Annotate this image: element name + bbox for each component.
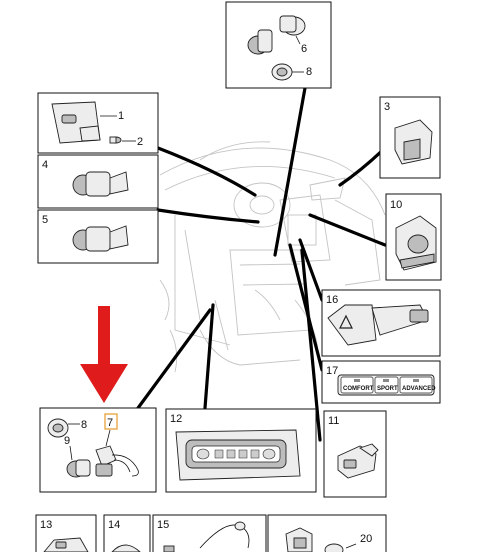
- red-arrow-indicator: [80, 306, 128, 403]
- advanced-button-label: ADVANCED: [402, 386, 436, 392]
- part-9-plug: [66, 459, 91, 478]
- part-7-socket: [95, 445, 139, 477]
- callout-15: 15: [157, 519, 169, 531]
- callout-12: 12: [170, 413, 182, 425]
- callout-8-top: 8: [306, 66, 312, 78]
- callout-9: 9: [64, 435, 70, 447]
- callout-11: 11: [328, 415, 339, 427]
- callout-1: 1: [118, 110, 124, 122]
- drive-mode-panel: COMFORT SPORT ADVANCED: [337, 374, 436, 396]
- part-1-switch-panel: [51, 101, 101, 144]
- parts-box-14: 14: [103, 514, 151, 552]
- parts-box-3: 3: [379, 96, 441, 179]
- part-12-climate-panel: [175, 429, 301, 481]
- callout-8: 8: [81, 419, 87, 431]
- pointer-lines: [136, 86, 387, 442]
- callout-2: 2: [137, 136, 143, 148]
- parts-box-7-8-9: 8 7 9: [39, 407, 157, 493]
- callout-16: 16: [326, 294, 338, 306]
- part-6-connector: [247, 15, 306, 55]
- callout-20: 20: [360, 533, 372, 545]
- parts-box-5: 5: [37, 209, 159, 264]
- part-4-switch: [72, 171, 129, 197]
- part-2-screw: [109, 136, 122, 144]
- parts-box-12: 12: [165, 408, 317, 493]
- parts-box-16: 16: [321, 289, 441, 357]
- part-8-cap: [47, 418, 69, 438]
- parts-box-10: 10: [385, 193, 442, 281]
- callout-3: 3: [384, 101, 390, 113]
- part-5-switch: [72, 225, 129, 252]
- callout-10: 10: [390, 199, 402, 211]
- parts-box-top: 6 8: [225, 1, 332, 89]
- callout-6: 6: [301, 43, 307, 55]
- parts-box-15: 15: [152, 514, 267, 552]
- callout-14: 14: [108, 519, 120, 531]
- parts-box-17: 17 COMFORT SPORT ADVANCED: [321, 360, 441, 404]
- part-16-hazard-switch: [327, 304, 429, 346]
- sport-button-label: SPORT: [377, 386, 398, 392]
- comfort-button-label: COMFORT: [343, 386, 374, 392]
- callout-5: 5: [42, 214, 48, 226]
- part-11-usb-socket: [337, 443, 379, 479]
- part-3-bracket: [394, 119, 433, 165]
- parts-box-1-2: 1 2: [37, 92, 159, 154]
- highlight-box: [104, 413, 118, 430]
- parts-box-13: 13: [35, 514, 97, 552]
- callout-13: 13: [40, 519, 52, 531]
- parts-box-4: 4: [37, 154, 159, 209]
- parts-box-20: 20: [267, 514, 387, 552]
- parts-box-11: 11: [323, 410, 387, 498]
- part-8-cap-top: [271, 63, 293, 81]
- callout-17: 17: [326, 365, 338, 377]
- part-10-control-unit: [395, 215, 437, 271]
- callout-4: 4: [42, 159, 48, 171]
- callout-7: 7: [107, 417, 113, 429]
